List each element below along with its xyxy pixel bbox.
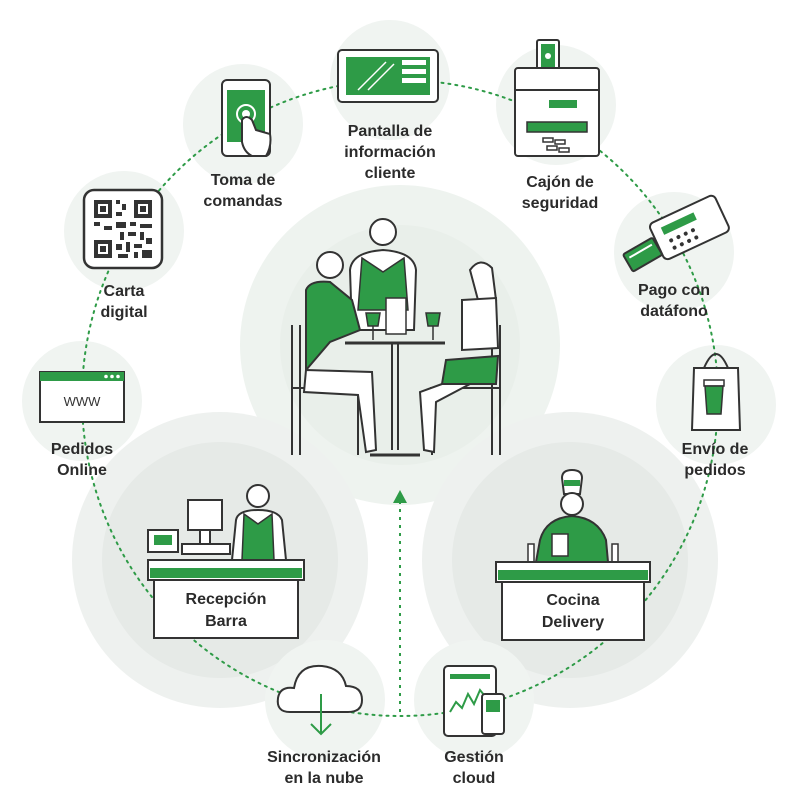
label-line: Carta <box>103 283 145 300</box>
label-line: Delivery <box>541 614 605 631</box>
label-line: seguridad <box>521 195 599 212</box>
label-envio-pedidos: Envío de pedidos <box>660 439 770 481</box>
label-toma-comandas: Toma de comandas <box>188 170 298 212</box>
label-line: en la nube <box>284 770 364 787</box>
sync-arrow <box>393 490 407 712</box>
label-line: Pago con <box>637 282 710 299</box>
label-line: Pantalla de <box>347 123 433 140</box>
label-recepcion-barra: Recepción Barra <box>154 589 298 633</box>
label-line: Envío de <box>681 441 749 458</box>
cash-drawer-icon <box>514 39 600 157</box>
label-carta-digital: Carta digital <box>74 281 174 323</box>
cloud-download-icon <box>276 664 364 736</box>
label-line: Pedidos <box>50 441 114 458</box>
cloud-dashboard-icon <box>443 665 505 737</box>
pos-counter-icon <box>147 484 305 639</box>
label-line: Sincronización <box>267 749 381 766</box>
label-cajon-seguridad: Cajón de seguridad <box>500 172 620 214</box>
label-gestion-cloud: Gestión cloud <box>424 747 524 789</box>
label-pantalla-informacion: Pantalla de información cliente <box>330 121 450 184</box>
chef-icon <box>495 468 651 641</box>
restaurant-table-icon <box>291 218 501 457</box>
label-pedidos-online: Pedidos Online <box>32 439 132 481</box>
label-line: Recepción <box>185 591 267 608</box>
browser-window-icon: WWW <box>39 371 125 423</box>
card-terminal-icon <box>622 194 730 273</box>
label-line: Cocina <box>546 592 600 609</box>
label-line: Online <box>57 462 107 479</box>
label-pago-datafono: Pago con datáfono <box>619 280 729 322</box>
label-cocina-delivery: Cocina Delivery <box>502 590 644 634</box>
label-line: cliente <box>364 165 416 182</box>
label-line: pedidos <box>684 462 746 479</box>
label-line: Toma de <box>210 172 276 189</box>
label-line: datáfono <box>640 303 708 320</box>
customer-display-icon <box>337 49 439 103</box>
label-line: información <box>344 144 436 161</box>
label-line: comandas <box>203 193 283 210</box>
qr-code-icon <box>82 188 164 270</box>
label-line: Barra <box>205 613 247 630</box>
label-line: Gestión <box>444 749 504 766</box>
label-sincronizacion: Sincronización en la nube <box>244 747 404 789</box>
delivery-bag-icon <box>690 353 742 431</box>
browser-www-text: WWW <box>64 394 102 409</box>
label-line: cloud <box>452 770 496 787</box>
label-line: digital <box>100 304 148 321</box>
label-line: Cajón de <box>526 174 594 191</box>
tablet-touch-icon <box>221 79 272 157</box>
